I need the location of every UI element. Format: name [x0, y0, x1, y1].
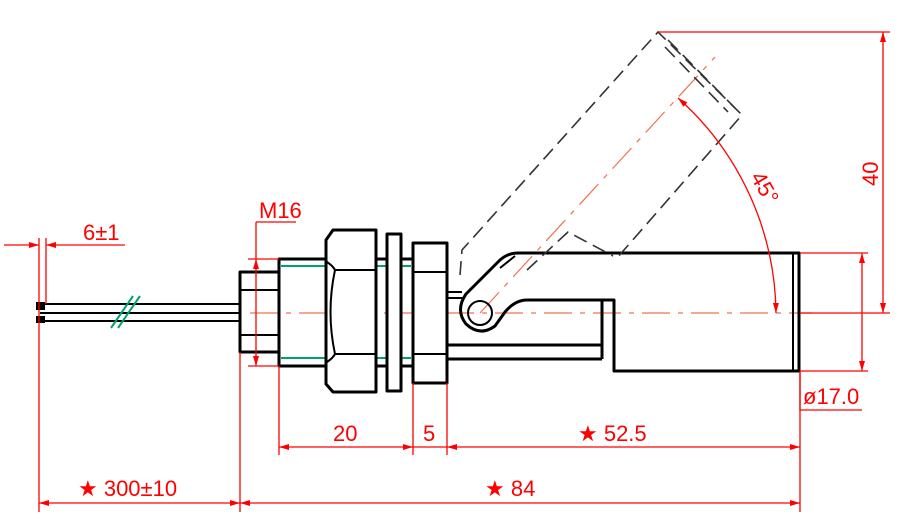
height-label: 40	[858, 162, 883, 186]
thread-label: M16	[259, 198, 302, 223]
float-rotated-position	[459, 30, 744, 276]
washer	[385, 232, 403, 393]
float-rotated-detail	[526, 39, 736, 271]
total-length-label: ★ 84	[485, 476, 535, 501]
stem	[447, 291, 602, 361]
lock-nut	[411, 241, 449, 385]
angle-label: 45°	[746, 167, 784, 208]
float-length-label: ★ 52.5	[578, 421, 647, 446]
angle-arc	[677, 97, 779, 314]
float	[459, 251, 801, 373]
wire-strip-label: 6±1	[83, 220, 120, 245]
cable-gland-nut	[238, 270, 281, 354]
diameter-label: ø17.0	[803, 384, 859, 409]
thread-length-label: 20	[333, 421, 357, 446]
cable	[36, 295, 240, 329]
rotated-center-line	[479, 56, 716, 314]
nut-width-label: 5	[423, 421, 435, 446]
hex-nut	[324, 228, 378, 394]
cable-length-label: ★ 300±10	[78, 476, 177, 501]
